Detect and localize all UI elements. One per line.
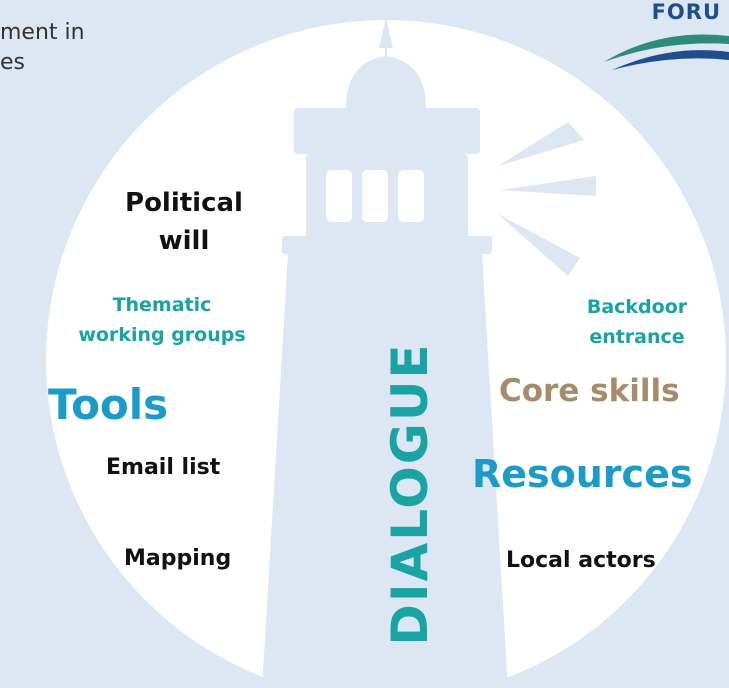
label-thematic-working-groups: Thematic working groups bbox=[64, 290, 260, 350]
political-line-2: will bbox=[158, 226, 210, 256]
lighthouse-icon bbox=[262, 18, 508, 688]
backdoor-line-1: Backdoor bbox=[586, 296, 688, 318]
label-core-skills: Core skills bbox=[499, 373, 680, 409]
lantern-windows bbox=[326, 170, 424, 222]
beam-icon bbox=[498, 122, 584, 166]
window-icon bbox=[362, 170, 388, 222]
backdoor-line-2: entrance bbox=[589, 326, 685, 348]
label-email-list: Email list bbox=[106, 455, 221, 480]
logo-waves-icon bbox=[604, 34, 729, 70]
header-line-2: es bbox=[0, 50, 25, 75]
thematic-line-2: working groups bbox=[78, 324, 246, 346]
label-mapping: Mapping bbox=[124, 546, 232, 571]
label-resources: Resources bbox=[472, 452, 693, 496]
label-dialogue: DIALOGUE bbox=[381, 342, 439, 646]
label-political-will: Political will bbox=[96, 184, 272, 260]
logo-text: FORU bbox=[651, 0, 721, 24]
beam-icon bbox=[498, 214, 580, 276]
label-tools: Tools bbox=[48, 380, 169, 429]
header-line-1: ment in bbox=[0, 20, 85, 45]
label-backdoor-entrance: Backdoor entrance bbox=[562, 292, 712, 352]
thematic-line-1: Thematic bbox=[112, 294, 212, 316]
window-icon bbox=[398, 170, 424, 222]
beam-icon bbox=[500, 176, 596, 196]
window-icon bbox=[326, 170, 352, 222]
political-line-1: Political bbox=[125, 188, 243, 218]
header-text: ment in es bbox=[0, 18, 85, 78]
light-beams-icon bbox=[498, 122, 596, 276]
label-local-actors: Local actors bbox=[506, 548, 656, 573]
